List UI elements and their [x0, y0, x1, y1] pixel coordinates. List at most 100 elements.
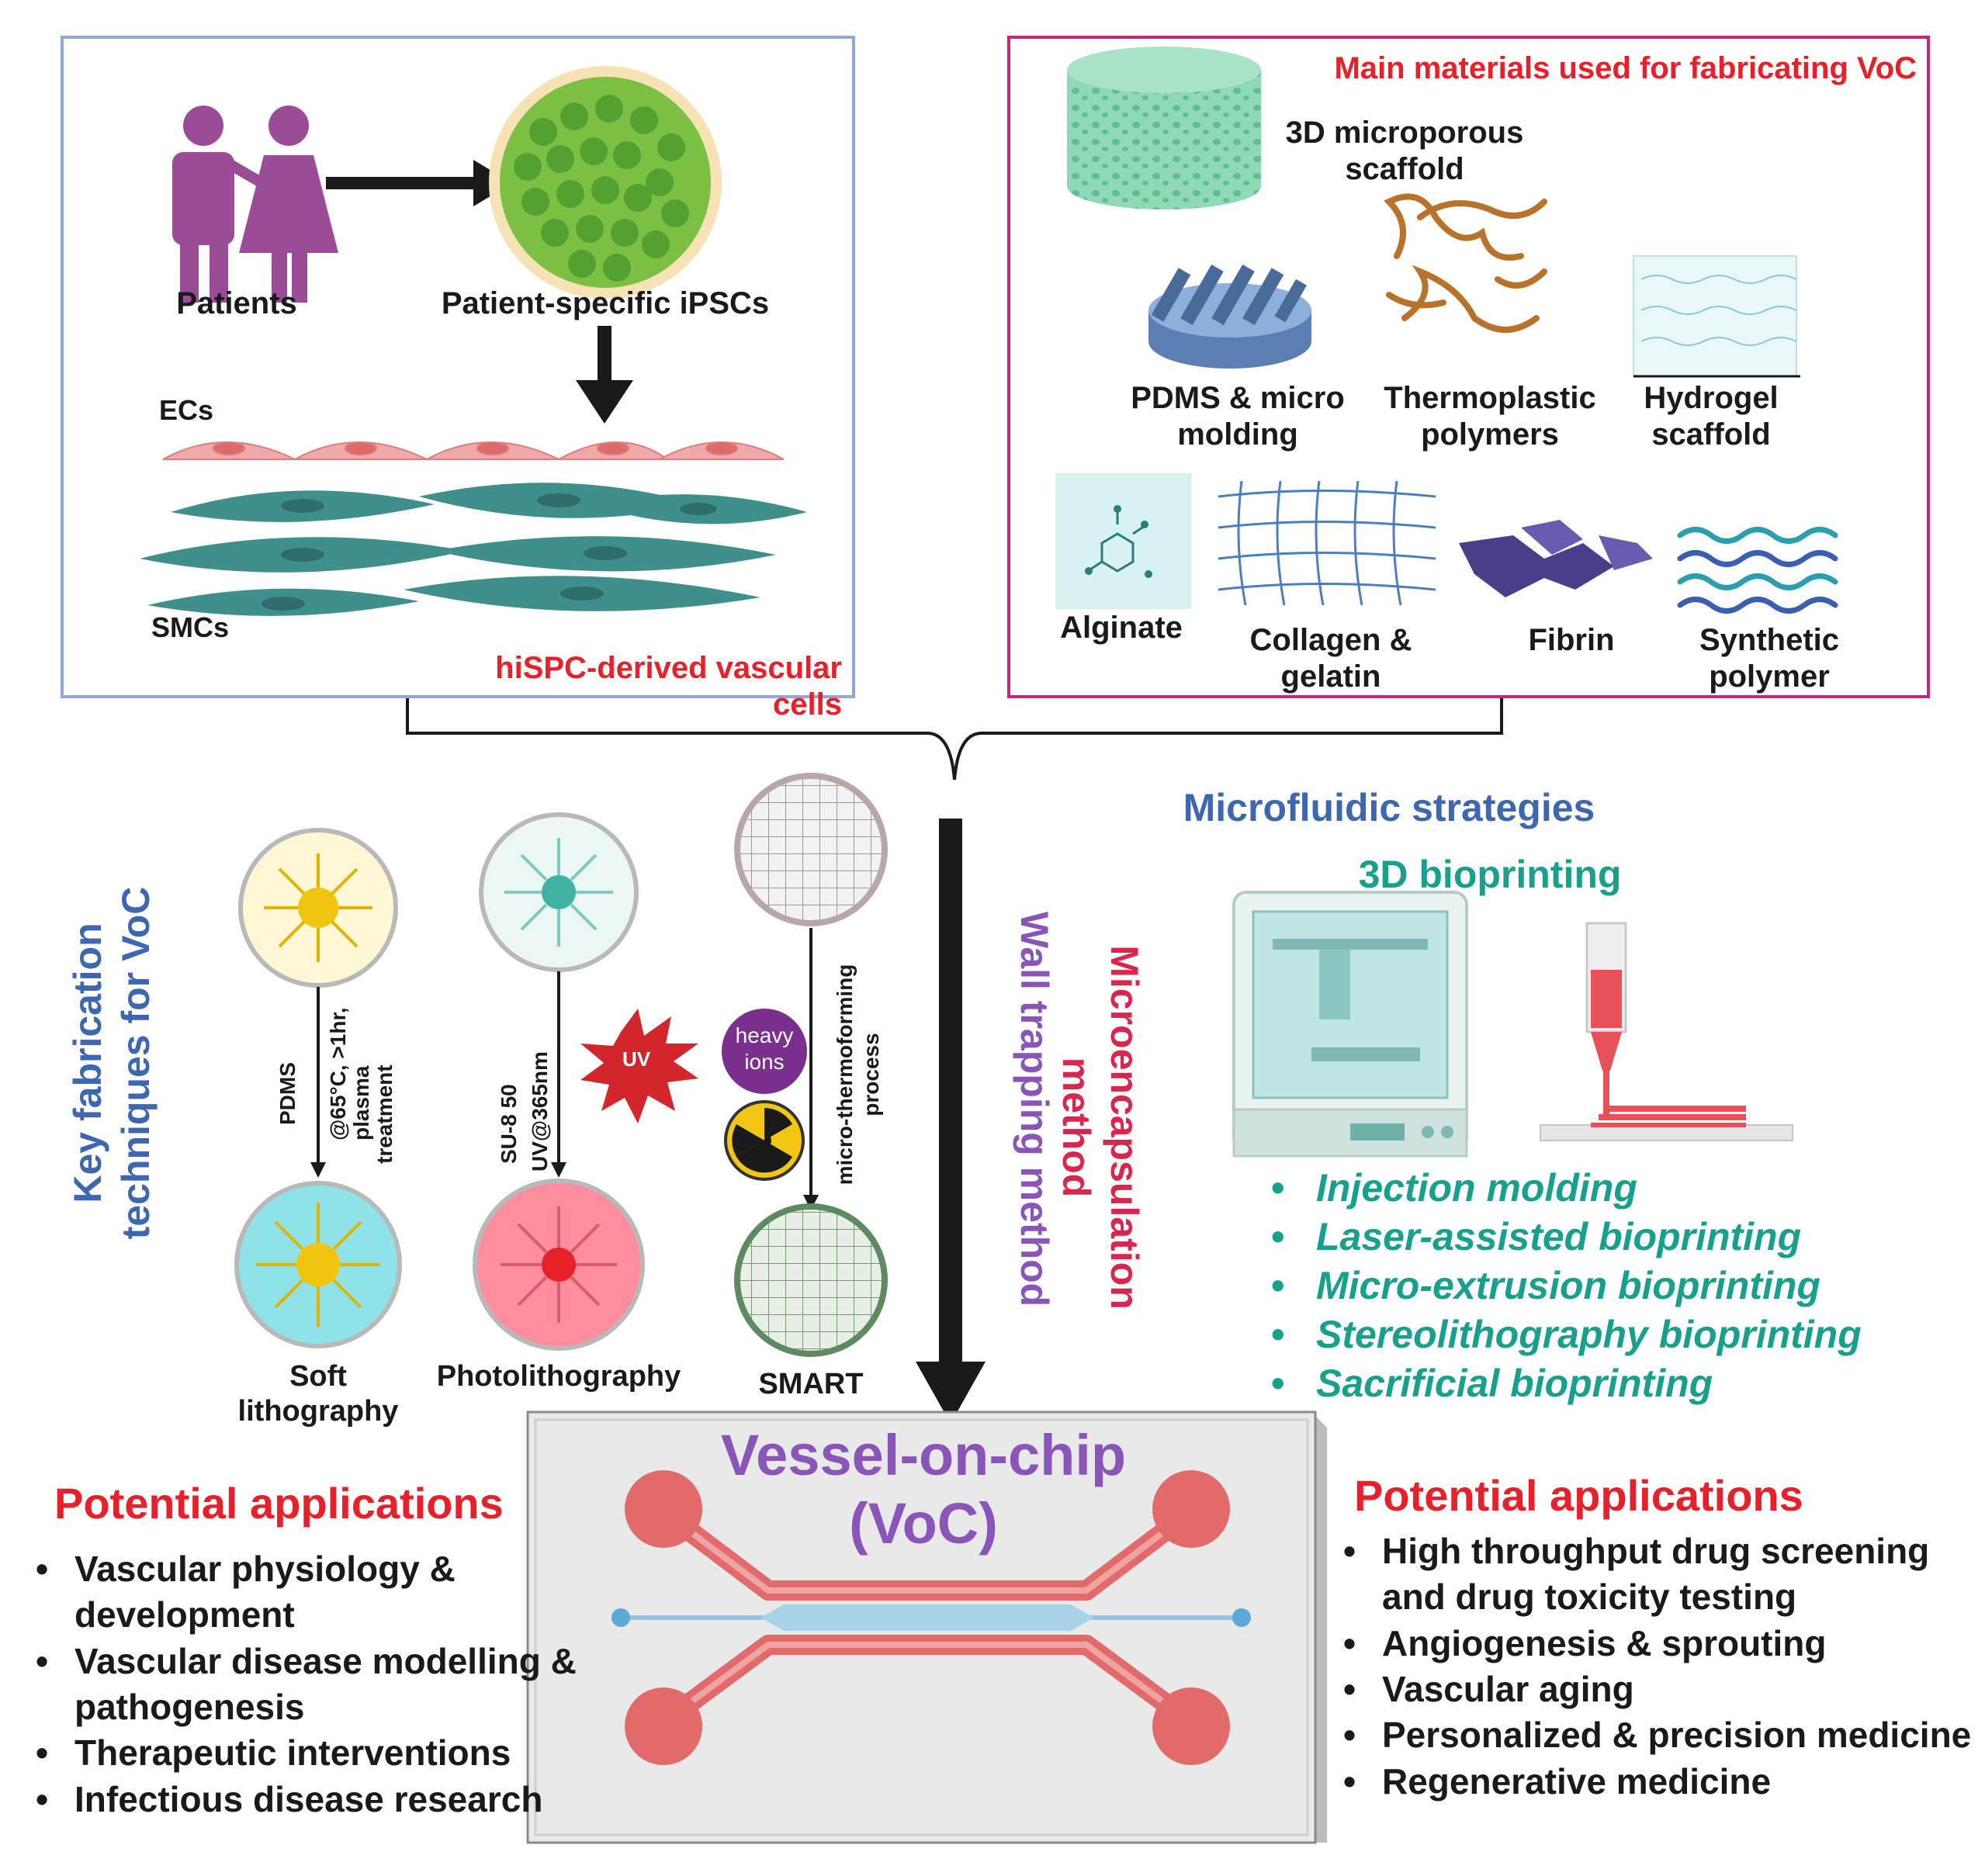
synthetic-label-line2: polymer [1709, 659, 1830, 694]
microfluidic-item: Sacrificial bioprinting [1265, 1359, 1963, 1408]
microfluidic-title: Microfluidic strategies [1183, 786, 1595, 829]
heavy-ions-label: heavy ions [726, 1023, 803, 1075]
applications-left-list: Vascular physiology & development Vascul… [31, 1546, 605, 1822]
collagen-label: Collagen & gelatin [1226, 622, 1436, 695]
microencapsulation-line2: method [1055, 1057, 1098, 1198]
photo-litho-dish-bottom [473, 1179, 645, 1351]
patients-icon [172, 106, 338, 303]
soft-litho-label: Soft lithography [217, 1359, 419, 1429]
fabrication-title: Key fabrication techniques for VoC [64, 865, 160, 1261]
applications-left-item: Infectious disease research [31, 1777, 605, 1823]
scaffold-label-line2: scaffold [1345, 152, 1464, 187]
smart-process-line1: micro-thermoforming [833, 964, 857, 1185]
thermoplastic-label-line2: polymers [1421, 417, 1559, 452]
smart-process-label: micro-thermoforming process [832, 939, 885, 1210]
alginate-label: Alginate [1060, 611, 1183, 645]
microencapsulation-line1: Microencapsulation [1103, 945, 1146, 1310]
scaffold-label: 3D microporous scaffold [1280, 115, 1529, 188]
central-arrow [916, 819, 986, 1424]
soft-step-temp: @65°C, >1hr, [326, 1007, 350, 1140]
microfluidic-item: Laser-assisted bioprinting [1265, 1213, 1963, 1262]
smart-process-line2: process [859, 1033, 883, 1116]
microencapsulation-label: Microencapsulation method [1052, 929, 1148, 1325]
hydrogel-scaffold-icon [1633, 255, 1800, 378]
radiation-icon [724, 1100, 805, 1181]
smart-dish-top [734, 773, 888, 926]
vessel-on-chip-device [526, 1410, 1327, 1844]
applications-right-item: Angiogenesis & sprouting [1339, 1621, 1983, 1667]
microfluidic-list: Injection molding Laser-assisted bioprin… [1265, 1164, 1963, 1408]
synthetic-label: Synthetic polymer [1680, 622, 1859, 695]
merge-bracket [406, 698, 1503, 781]
ecs-cells [162, 441, 785, 460]
ipsc-colony-icon [489, 66, 722, 299]
applications-left-title: Potential applications [54, 1479, 504, 1528]
heavy-ions-label-line2: ions [744, 1050, 785, 1074]
chip-subtitle: (VoC) [849, 1491, 998, 1556]
soft-step-treatment: treatment [372, 1064, 397, 1164]
pdms-label: PDMS & micro molding [1117, 380, 1358, 453]
fibrin-icon [1459, 520, 1653, 597]
hydrogel-label-line1: Hydrogel [1644, 381, 1779, 415]
alginate-icon [1055, 473, 1191, 609]
bioprinter-icon [1232, 891, 1468, 1158]
heavy-ions-label-line1: heavy [735, 1023, 794, 1047]
materials-panel-title: Main materials used for fabricating VoC [1334, 51, 1917, 85]
photo-litho-dish-top [479, 812, 639, 972]
bioprinting-title: 3D bioprinting [1358, 853, 1622, 896]
applications-right-title: Potential applications [1354, 1471, 1803, 1520]
collagen-label-line1: Collagen & [1249, 623, 1412, 657]
ecs-label: ECs [159, 394, 214, 426]
thermoplastic-polymers-icon [1384, 193, 1547, 333]
soft-step-pdms: PDMS [275, 1062, 300, 1125]
thermoplastic-label: Thermoplastic polymers [1374, 380, 1606, 453]
materials-panel-border [1007, 36, 1930, 698]
soft-litho-dish-bottom [234, 1181, 402, 1348]
smart-label: SMART [758, 1368, 864, 1400]
microfluidic-item: Stereolithography bioprinting [1265, 1310, 1963, 1359]
photo-step-su8: SU-8 50 [497, 1084, 521, 1164]
smcs-label: SMCs [151, 611, 230, 643]
uv-burst-icon [580, 1009, 698, 1123]
cells-panel-caption: hiSPC-derived vascular cells [495, 651, 842, 722]
pdms-label-line2: molding [1177, 417, 1298, 452]
arrow-patients-ipscs [326, 160, 512, 206]
applications-left-item: Therapeutic interventions [31, 1730, 605, 1777]
microfluidic-item: Micro-extrusion bioprinting [1265, 1262, 1963, 1310]
chip-title: Vessel-on-chip [720, 1423, 1127, 1487]
fabrication-title-line1: Key fabrication [66, 922, 109, 1203]
smcs-cells [140, 483, 807, 616]
heavy-ions-icon [722, 1009, 807, 1094]
applications-right-item: Personalized & precision medicine [1339, 1712, 1983, 1759]
bioprinter-nozzle-icon [1540, 922, 1793, 1141]
thermoplastic-label-line1: Thermoplastic [1384, 381, 1596, 415]
applications-right-item: High throughput drug screening and drug … [1339, 1528, 1983, 1621]
applications-left-item: Vascular physiology & development [31, 1546, 605, 1639]
soft-litho-label-line2: lithography [237, 1394, 399, 1428]
photo-step-uv: UV@365nm [528, 1051, 552, 1172]
photo-litho-label: Photolithography [436, 1360, 681, 1393]
uv-label: UV [622, 1047, 651, 1071]
pdms-label-line1: PDMS & micro [1131, 381, 1345, 415]
soft-litho-dish-top [238, 828, 398, 988]
microporous-scaffold-icon [1067, 47, 1261, 209]
synthetic-label-line1: Synthetic [1699, 623, 1840, 657]
patients-label: Patients [176, 286, 297, 320]
fibrin-label: Fibrin [1528, 623, 1615, 657]
applications-right-list: High throughput drug screening and drug … [1339, 1528, 1983, 1805]
arrow-ipscs-ecs [576, 326, 633, 424]
wall-trapping-label: Wall trapping method [1013, 912, 1056, 1307]
applications-left-item: Vascular disease modelling & pathogenesi… [31, 1639, 605, 1731]
synthetic-polymer-icon [1677, 527, 1838, 614]
hydrogel-label-line2: scaffold [1651, 417, 1771, 452]
fabrication-title-line2: techniques for VoC [114, 886, 158, 1240]
scaffold-label-line1: 3D microporous [1285, 116, 1524, 150]
smart-dish-bottom [734, 1203, 888, 1357]
soft-litho-label-line1: Soft [289, 1360, 347, 1393]
cells-panel-border [61, 36, 855, 698]
microfluidic-item: Injection molding [1265, 1164, 1963, 1213]
applications-right-item: Regenerative medicine [1339, 1759, 1983, 1805]
hydrogel-label: Hydrogel scaffold [1622, 380, 1800, 453]
collagen-label-line2: gelatin [1280, 659, 1381, 694]
